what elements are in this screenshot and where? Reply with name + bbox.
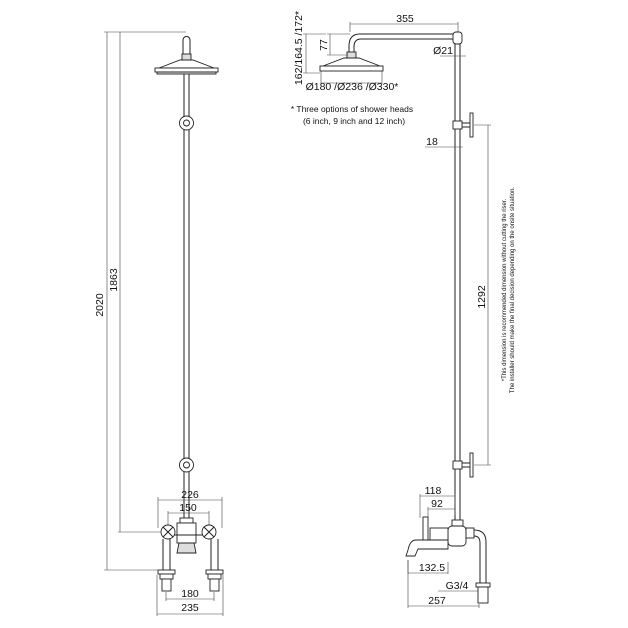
dimension-150: 150: [167, 502, 210, 525]
leg-left-tail: [161, 578, 172, 592]
shower-head-connector: [181, 53, 192, 61]
shower-head-rim: [154, 67, 219, 73]
side-bracket-bottom: [452, 452, 474, 478]
side-leg-flange: [475, 582, 491, 588]
side-view: 355 77 162/164.5 /172* Ø180 /Ø236 /Ø330*…: [291, 11, 516, 608]
dim-text-head-diameter: Ø180 /Ø236 /Ø330*: [306, 81, 399, 93]
dimension-head-diameter: Ø180 /Ø236 /Ø330*: [306, 71, 399, 93]
side-head-dome: [322, 57, 381, 67]
cross-handle-left-icon: [162, 526, 174, 538]
dim-text-1292: 1292: [476, 285, 488, 309]
dim-text-235: 235: [181, 602, 199, 614]
dimension-226: 226: [157, 489, 223, 528]
side-mixer-body: [447, 525, 467, 547]
riser-bracket-top-center: [183, 119, 190, 127]
dim-text-1863: 1863: [108, 268, 120, 292]
dimension-77: 77: [318, 33, 350, 56]
dim-text-226: 226: [181, 489, 199, 501]
dim-text-118: 118: [425, 485, 442, 497]
dimension-riser-diameter: Ø21: [433, 45, 466, 57]
dim-text-132-5: 132.5: [419, 562, 445, 574]
cross-handle-right-icon: [203, 526, 215, 538]
note-bracket-line2: The installer should make the final deci…: [510, 187, 516, 393]
note-bracket-line1: *This dimension is recommended dimension…: [502, 198, 508, 381]
side-bracket-top: [452, 112, 474, 138]
shower-arm: [182, 36, 191, 55]
dim-text-2020: 2020: [94, 293, 106, 317]
dimension-257: 257: [407, 560, 480, 608]
leg-right-tail: [209, 578, 220, 592]
dim-text-257: 257: [428, 595, 446, 607]
dim-text-180: 180: [181, 588, 199, 600]
leg-left: [162, 539, 171, 570]
dim-text-92: 92: [431, 498, 443, 510]
leg-right-nut: [207, 573, 222, 580]
dimension-1863: 1863: [108, 32, 161, 533]
leg-left-flange: [157, 569, 176, 575]
side-head-connector: [346, 51, 357, 59]
side-shower-arm-outer: [348, 33, 453, 52]
mixer-diverter: [176, 542, 197, 554]
dim-text-riser-diameter: Ø21: [433, 45, 453, 57]
leg-left-nut: [159, 573, 174, 580]
dimension-1292: 1292: [474, 124, 491, 466]
dimension-235: 235: [156, 575, 224, 616]
side-shower-arm-inner: [353, 38, 453, 52]
side-mixer-nut: [451, 519, 464, 527]
leg-right-flange: [205, 569, 224, 575]
dimension-thread: G3/4: [438, 580, 478, 592]
shower-head-dome: [158, 59, 215, 69]
dimension-180: 180: [165, 588, 215, 601]
dimension-132-5: 132.5: [407, 560, 449, 574]
dimension-head-height: 162/164.5 /172*: [293, 11, 326, 85]
dimension-2020: 2020: [94, 31, 186, 571]
dimension-355: 355: [349, 13, 459, 32]
dimension-92: 92: [427, 498, 455, 517]
leg-right: [210, 539, 219, 570]
side-head-rim: [319, 65, 384, 72]
mixer-riser-nut: [179, 517, 194, 524]
dim-text-77: 77: [318, 39, 330, 51]
dimension-118: 118: [419, 485, 456, 518]
riser-bracket-bottom-center: [183, 461, 190, 469]
shower-head-face: [156, 71, 217, 75]
dim-text-355: 355: [396, 13, 414, 25]
dim-text-18: 18: [426, 136, 438, 148]
note-shower-heads-line1: * Three options of shower heads: [291, 104, 413, 114]
dim-text-thread: G3/4: [446, 580, 469, 592]
side-spout: [405, 539, 449, 557]
dim-text-150: 150: [179, 502, 197, 514]
side-leg-tail: [477, 586, 489, 604]
side-outlet-nut: [465, 527, 475, 539]
dimension-18: 18: [425, 136, 463, 148]
side-supply-leg: [473, 529, 487, 583]
front-view: 2020 1863 226 150 180: [94, 31, 224, 616]
note-shower-heads-line2: (6 inch, 9 inch and 12 inch): [303, 116, 405, 126]
mixer-body: [176, 522, 197, 544]
dim-text-head-height: 162/164.5 /172*: [293, 11, 305, 85]
riser-top-cap: [452, 31, 463, 45]
